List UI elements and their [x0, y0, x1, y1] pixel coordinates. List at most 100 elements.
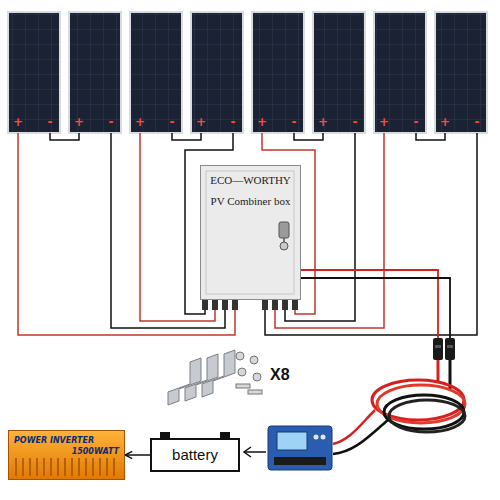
polarity-mark: - — [410, 115, 422, 129]
nut — [236, 352, 244, 360]
polarity-mark: + — [378, 115, 390, 129]
polarity-mark: + — [256, 115, 268, 129]
polarity-mark: - — [44, 115, 56, 129]
power-inverter: POWER INVERTER1500WATT — [8, 430, 125, 480]
battery-box: battery — [150, 438, 240, 472]
solar-panel — [435, 12, 487, 133]
output-wire — [300, 278, 450, 338]
gland — [292, 300, 298, 310]
cable — [333, 420, 388, 454]
label-slot: - — [288, 115, 300, 129]
solar-panel — [191, 12, 243, 133]
lock — [279, 222, 289, 250]
polarity-mark: - — [288, 115, 300, 129]
positive-wire — [18, 133, 235, 335]
label-slot: + — [256, 115, 268, 129]
polarity-mark: + — [12, 115, 24, 129]
label-slot: - — [349, 115, 361, 129]
polarity-mark: + — [134, 115, 146, 129]
series-jumpers — [50, 133, 445, 140]
inverter-case — [8, 430, 125, 480]
cable — [437, 360, 440, 382]
label-slot: - — [166, 115, 178, 129]
series-wire — [172, 133, 201, 140]
polarity-mark: + — [317, 115, 329, 129]
solar-panel — [130, 12, 182, 133]
negative-wire — [265, 133, 477, 335]
polarity-mark: + — [73, 115, 85, 129]
gland — [282, 300, 288, 310]
polarity-mark: - — [471, 115, 483, 129]
node-text: 1500WATT — [14, 447, 119, 457]
gland — [202, 300, 208, 310]
label-slot: - — [105, 115, 117, 129]
combiner-box: ECO—WORTHY PV Combiner box — [200, 165, 301, 300]
gland — [262, 300, 268, 310]
series-wire — [50, 133, 79, 140]
node-title: POWER INVERTER — [14, 436, 119, 446]
inverter-body — [8, 430, 125, 480]
key-head — [280, 242, 288, 250]
node-title: battery — [158, 446, 232, 464]
black-coil — [389, 400, 465, 432]
label-slot: + — [195, 115, 207, 129]
lock-body — [279, 222, 289, 238]
label-slot: + — [73, 115, 85, 129]
combiner-door — [206, 171, 294, 294]
flow-arrow — [125, 454, 150, 456]
button — [321, 435, 326, 440]
bolt — [248, 390, 262, 394]
gland — [222, 300, 228, 310]
label-slot: + — [317, 115, 329, 129]
washer — [253, 373, 261, 381]
mc4-connector — [445, 338, 455, 360]
label-slot: - — [44, 115, 56, 129]
polarity-mark: - — [105, 115, 117, 129]
cooling-fins — [16, 458, 114, 476]
bolt — [236, 384, 250, 388]
nut — [250, 356, 258, 364]
label-slot: - — [227, 115, 239, 129]
label-slot: X8 — [270, 366, 290, 384]
polarity-mark: - — [227, 115, 239, 129]
gland — [232, 300, 238, 310]
gland — [272, 300, 278, 310]
solar-panel — [374, 12, 426, 133]
label-slot: + — [439, 115, 451, 129]
positive-wire — [275, 133, 384, 328]
mounting-brackets — [168, 350, 235, 405]
solar-panel — [313, 12, 365, 133]
controller-body — [268, 426, 332, 470]
negative-wire — [111, 133, 225, 328]
screws — [236, 352, 262, 394]
solar-panel — [8, 12, 60, 133]
solar-panels — [8, 12, 487, 133]
gland — [212, 300, 218, 310]
polarity-mark: + — [439, 115, 451, 129]
mc4-latch — [435, 345, 441, 348]
polarity-mark: - — [166, 115, 178, 129]
key-shaft — [283, 238, 285, 242]
cable-coil — [372, 380, 465, 432]
node-text: PV Combiner box — [209, 195, 292, 208]
arrow-head — [244, 447, 251, 457]
label-slot: + — [12, 115, 24, 129]
cable — [333, 410, 375, 444]
mc4-connectors — [433, 338, 455, 360]
mc4-latch — [447, 345, 453, 348]
negative-wire — [285, 133, 355, 321]
solar-panel — [69, 12, 121, 133]
z-bracket — [202, 350, 235, 397]
solar-panel — [252, 12, 304, 133]
label-slot: - — [410, 115, 422, 129]
node-title: ECO—WORTHY — [209, 174, 292, 187]
positive-wire — [140, 133, 215, 321]
polarity-mark: + — [195, 115, 207, 129]
label-slot: + — [378, 115, 390, 129]
arrow-line — [244, 451, 266, 453]
washer — [238, 368, 246, 376]
